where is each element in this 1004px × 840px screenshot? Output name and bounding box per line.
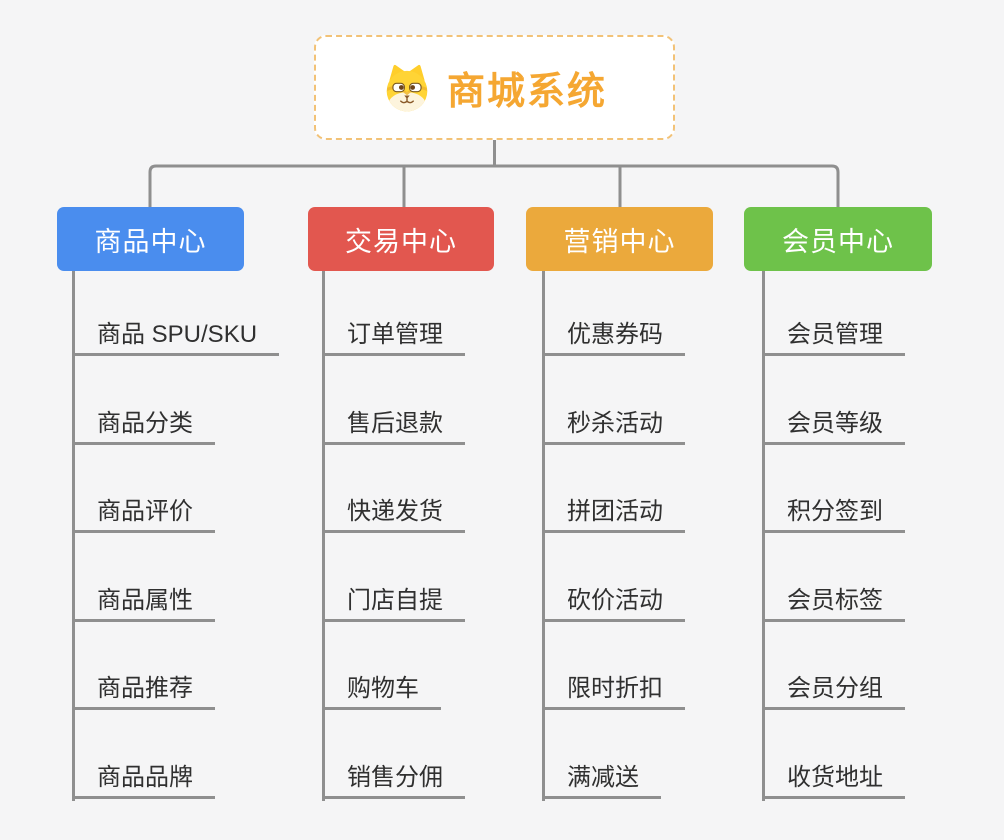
child-node[interactable]: 商品品牌: [72, 761, 215, 799]
child-node[interactable]: 商品属性: [72, 584, 215, 622]
child-node[interactable]: 秒杀活动: [542, 407, 685, 445]
branch-column-marketing: 优惠券码 秒杀活动 拼团活动 砍价活动 限时折扣 满减送: [542, 271, 787, 805]
child-node[interactable]: 会员等级: [762, 407, 905, 445]
child-node[interactable]: 会员标签: [762, 584, 905, 622]
child-node[interactable]: 售后退款: [322, 407, 465, 445]
branch-node-trade-center[interactable]: 交易中心: [308, 207, 494, 271]
child-node[interactable]: 会员分组: [762, 672, 905, 710]
child-node[interactable]: 快递发货: [322, 495, 465, 533]
child-node[interactable]: 满减送: [542, 761, 661, 799]
child-node[interactable]: 销售分佣: [322, 761, 465, 799]
branch-column-product: 商品 SPU/SKU 商品分类 商品评价 商品属性 商品推荐 商品品牌: [72, 271, 317, 805]
child-node[interactable]: 优惠券码: [542, 318, 685, 356]
child-node[interactable]: 积分签到: [762, 495, 905, 533]
child-node[interactable]: 商品 SPU/SKU: [72, 318, 280, 356]
child-node[interactable]: 拼团活动: [542, 495, 685, 533]
child-node[interactable]: 购物车: [322, 672, 441, 710]
child-node[interactable]: 商品评价: [72, 495, 215, 533]
branch-node-marketing-center[interactable]: 营销中心: [526, 207, 713, 271]
child-node[interactable]: 商品分类: [72, 407, 215, 445]
child-node[interactable]: 门店自提: [322, 584, 465, 622]
branch-node-member-center[interactable]: 会员中心: [744, 207, 932, 271]
branch-node-product-center[interactable]: 商品中心: [57, 207, 244, 271]
root-node-title: 商城系统: [446, 71, 607, 113]
child-node[interactable]: 商品推荐: [72, 672, 215, 710]
child-node[interactable]: 会员管理: [762, 318, 905, 356]
branch-column-member: 会员管理 会员等级 积分签到 会员标签 会员分组 收货地址: [762, 271, 1004, 805]
child-node[interactable]: 订单管理: [322, 318, 465, 356]
child-node[interactable]: 限时折扣: [542, 672, 685, 710]
child-node[interactable]: 收货地址: [762, 761, 905, 799]
root-node[interactable]: 商城系统: [314, 35, 675, 140]
child-node[interactable]: 砍价活动: [542, 584, 685, 622]
branch-column-trade: 订单管理 售后退款 快递发货 门店自提 购物车 销售分佣: [322, 271, 567, 805]
dog-mascot-icon: [386, 64, 428, 111]
